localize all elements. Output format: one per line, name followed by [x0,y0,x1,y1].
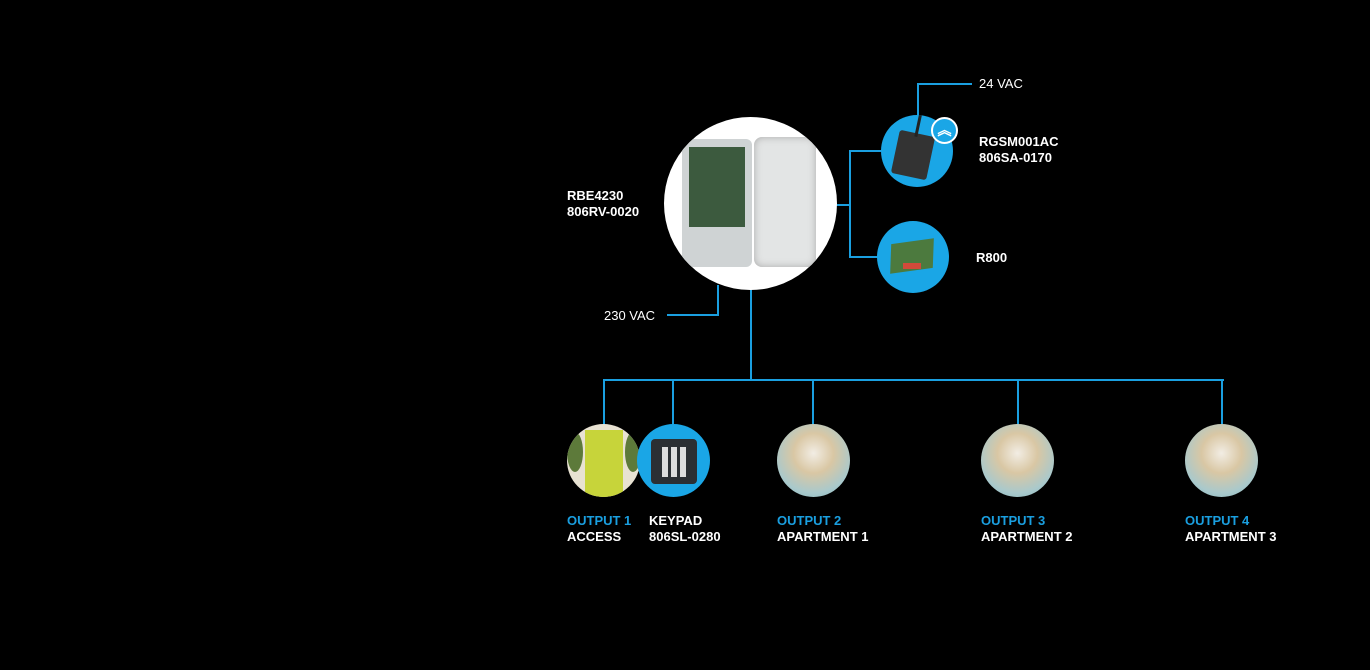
keypad-code: 806SL-0280 [649,529,721,544]
line-trunk [750,285,752,381]
gsm-label: RGSM001AC 806SA-0170 [979,134,1058,166]
line-drop-keypad [672,379,674,425]
output-3-name: APARTMENT 2 [981,529,1073,544]
line-230-h [667,314,719,316]
output-2-title: OUTPUT 2 [777,513,842,528]
output-1-name: ACCESS [567,529,622,544]
door-image [567,424,640,497]
output-3-title: OUTPUT 3 [981,513,1046,528]
control-unit-image [664,117,837,290]
output-3-label: OUTPUT 3 APARTMENT 2 [981,513,1072,545]
power-230vac-label: 230 VAC [604,308,656,323]
line-bus [603,379,1224,381]
controller-code: 806RV-0020 [567,204,640,219]
line-drop-4 [1221,379,1223,425]
keypad-model: KEYPAD [649,513,703,528]
line-aux-v [849,150,851,257]
power-24vac-label: 24 VAC [979,76,1023,91]
line-r800-h [849,256,879,258]
line-24vac-h [917,83,972,85]
apartment-image-2 [981,424,1054,497]
output-4-title: OUTPUT 4 [1185,513,1250,528]
output-4-name: APARTMENT 3 [1185,529,1277,544]
r800-label: R800 [976,250,1008,265]
line-drop-3 [1017,379,1019,425]
gsm-code: 806SA-0170 [979,150,1052,165]
controller-model: RBE4230 [567,188,624,203]
line-230-v [717,285,719,316]
line-gsm-h [849,150,883,152]
output-1-title: OUTPUT 1 [567,513,632,528]
keypad-image [637,424,710,497]
radio-card-image [877,221,949,293]
line-24vac-v [917,83,919,121]
output-2-name: APARTMENT 1 [777,529,869,544]
output-1-label: OUTPUT 1 ACCESS [567,513,631,545]
line-drop-2 [812,379,814,425]
line-drop-1 [603,379,605,425]
apartment-image-1 [777,424,850,497]
signal-chevrons-up-icon: ︽ [931,117,958,144]
keypad-label: KEYPAD 806SL-0280 [649,513,721,545]
output-4-label: OUTPUT 4 APARTMENT 3 [1185,513,1276,545]
controller-label: RBE4230 806RV-0020 [567,188,639,220]
output-2-label: OUTPUT 2 APARTMENT 1 [777,513,868,545]
line-ctrl-branch [836,204,850,206]
gsm-model: RGSM001AC [979,134,1059,149]
apartment-image-3 [1185,424,1258,497]
